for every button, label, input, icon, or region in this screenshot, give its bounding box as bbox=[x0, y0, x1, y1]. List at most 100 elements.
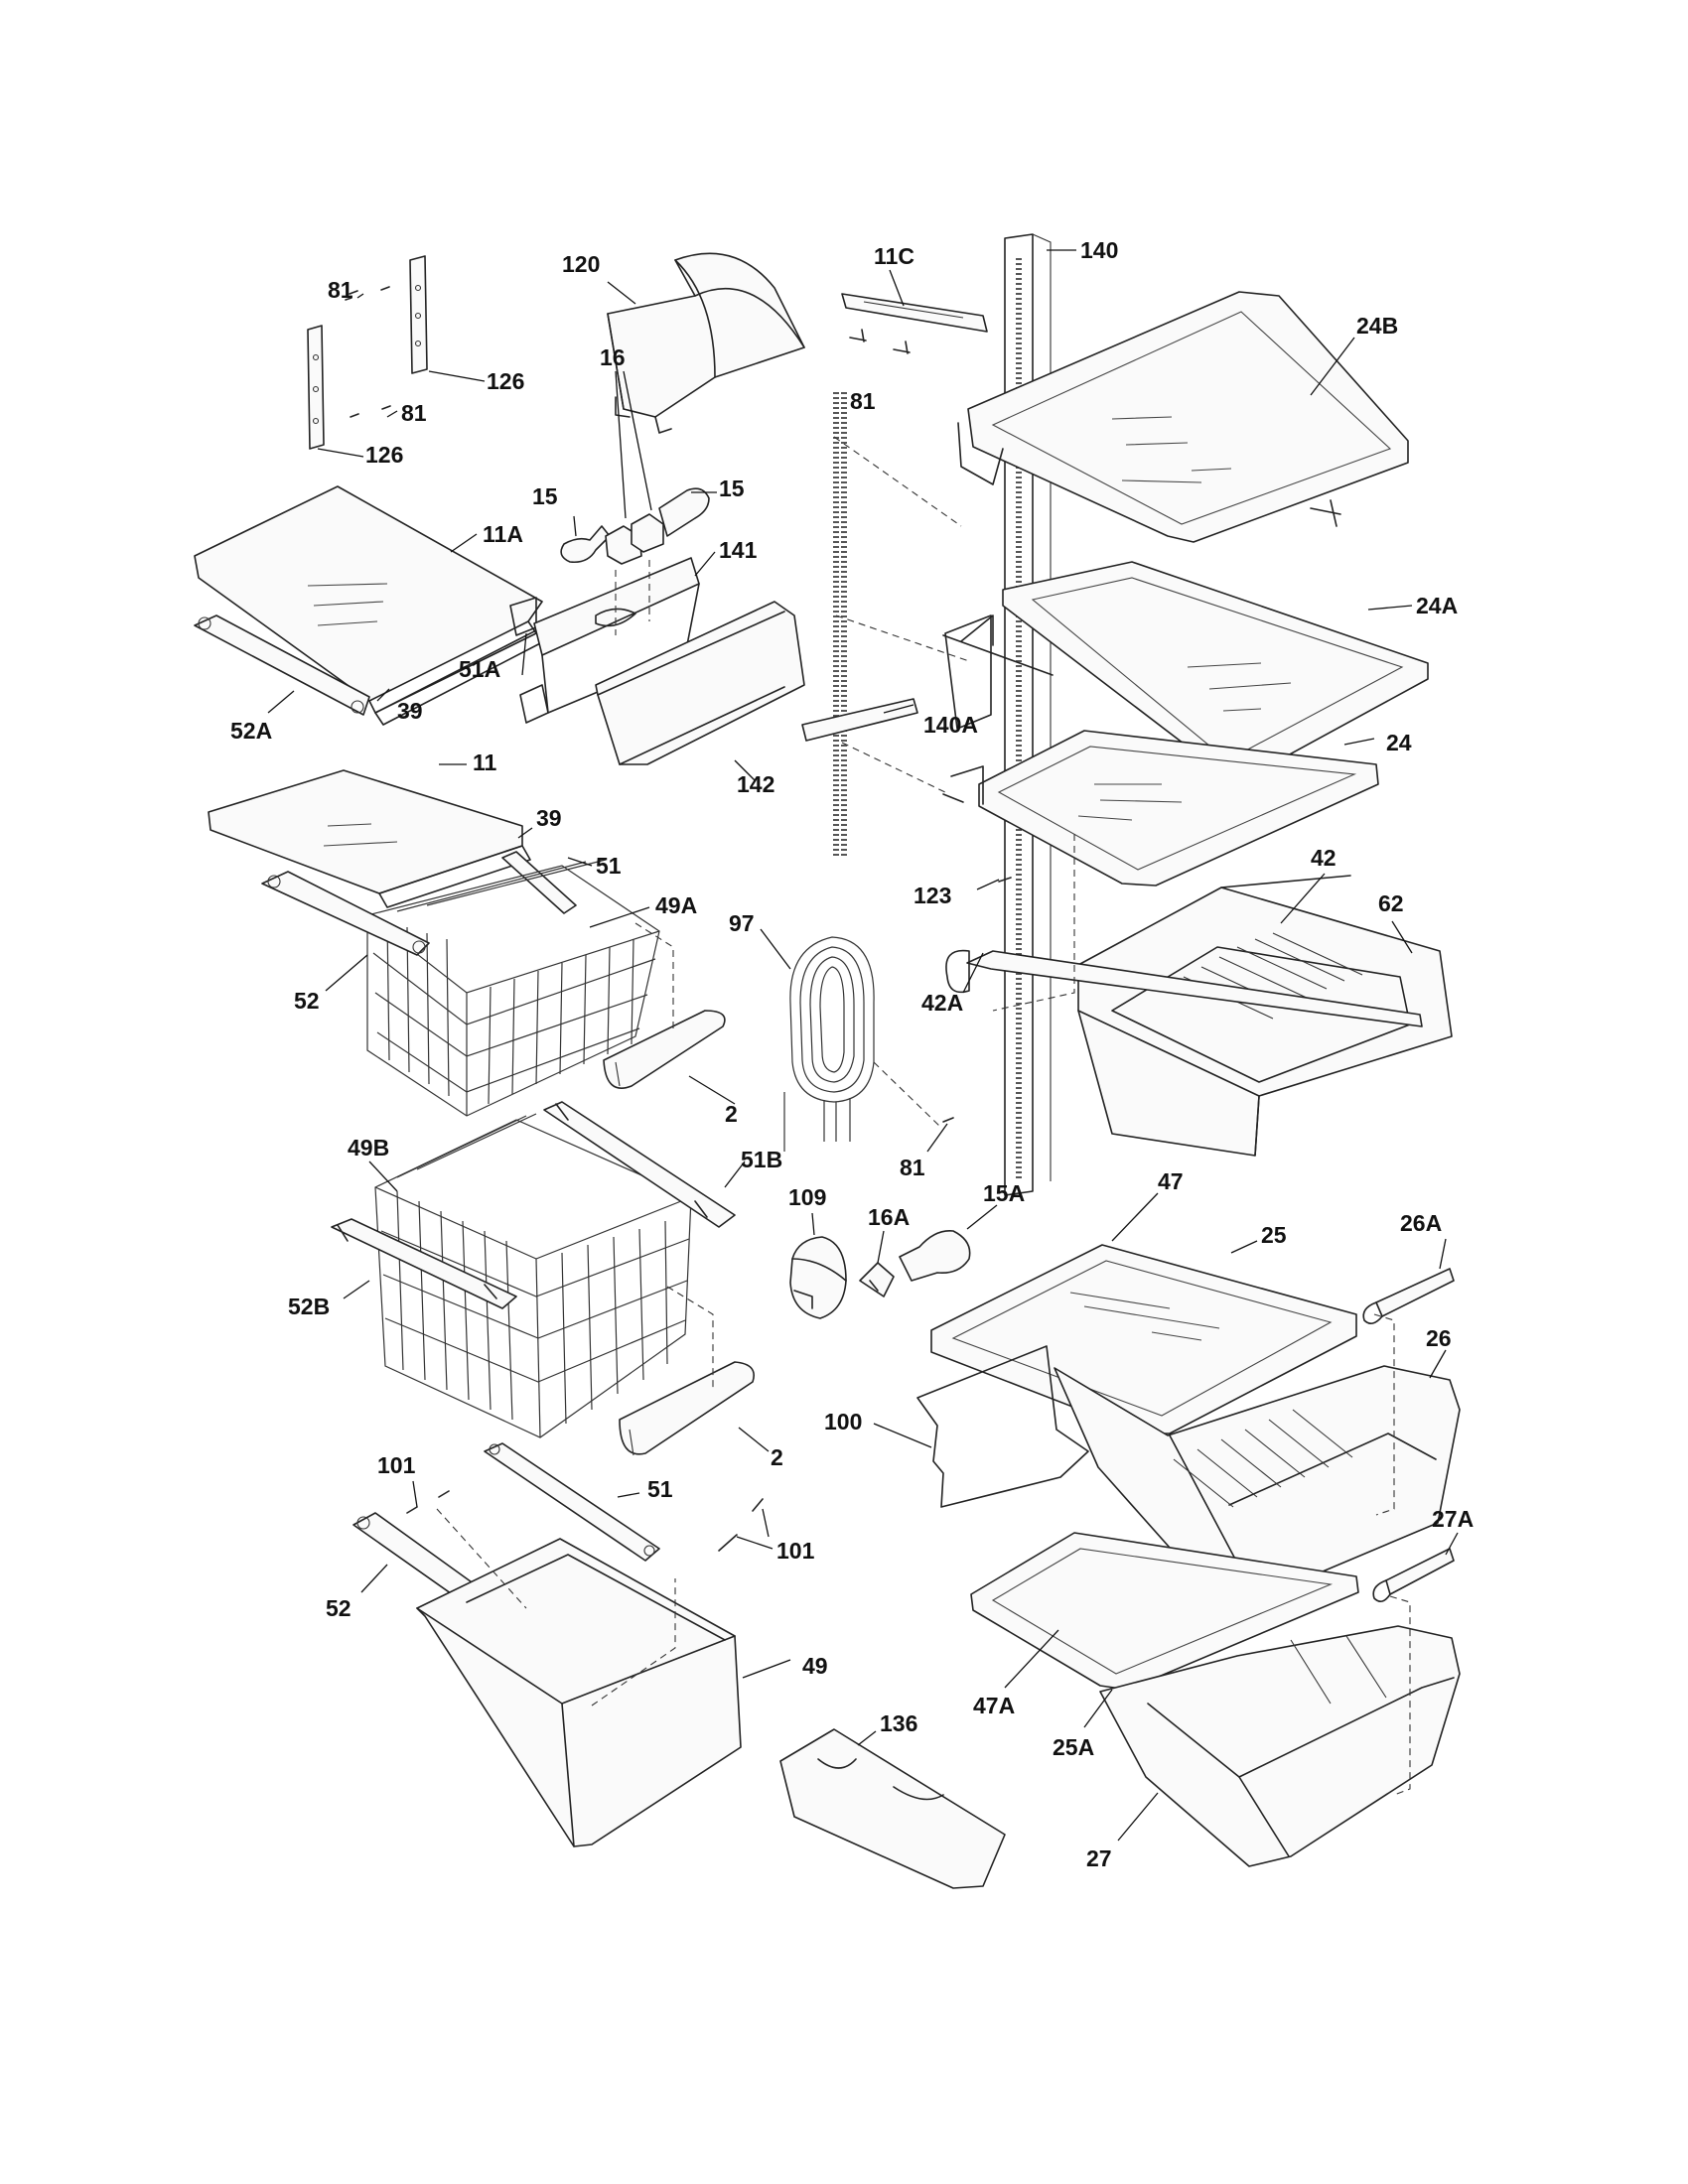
shield-2-upper bbox=[603, 1010, 726, 1089]
screw-101-left bbox=[406, 1490, 450, 1514]
callout-39: 39 bbox=[536, 805, 562, 831]
screw-81-top bbox=[345, 286, 391, 418]
cover-109 bbox=[789, 1236, 847, 1319]
callout-140a: 140A bbox=[923, 712, 978, 738]
slide-52a bbox=[194, 614, 370, 716]
callout-81: 81 bbox=[850, 388, 876, 414]
callout-labels: 81 126 81 126 120 11C 140 24B 81 15 16 1… bbox=[230, 237, 1474, 1871]
coil-97 bbox=[783, 936, 875, 1152]
callout-24: 24 bbox=[1386, 730, 1412, 755]
slide-52b bbox=[331, 1218, 517, 1309]
basket-49b bbox=[374, 1113, 692, 1438]
frame-42 bbox=[1220, 875, 1351, 888]
callout-62: 62 bbox=[1378, 890, 1404, 916]
callout-81: 81 bbox=[900, 1155, 925, 1180]
callout-123: 123 bbox=[914, 883, 951, 908]
callout-24b: 24B bbox=[1356, 313, 1398, 339]
slide-51b bbox=[543, 1101, 736, 1228]
callout-11a: 11A bbox=[483, 521, 523, 547]
bracket-11c bbox=[841, 293, 988, 333]
socket-16a bbox=[859, 1262, 895, 1297]
screw-81-11c bbox=[849, 329, 911, 354]
leader-lines bbox=[267, 249, 1459, 1842]
callout-2: 2 bbox=[771, 1444, 783, 1470]
callout-126: 126 bbox=[487, 368, 524, 394]
callout-39: 39 bbox=[397, 698, 423, 724]
callout-52a: 52A bbox=[230, 718, 272, 744]
callout-140: 140 bbox=[1080, 237, 1118, 263]
shelf-24a bbox=[942, 561, 1429, 775]
bulb-15-left bbox=[560, 525, 611, 564]
bracket-126-left bbox=[307, 325, 325, 450]
shelf-47a bbox=[970, 1532, 1359, 1691]
callout-101: 101 bbox=[776, 1538, 815, 1564]
callout-26a: 26A bbox=[1400, 1210, 1442, 1236]
slide-51-mid bbox=[501, 851, 577, 914]
shelf-11a bbox=[194, 485, 543, 714]
callout-42: 42 bbox=[1311, 845, 1336, 871]
callout-49b: 49B bbox=[348, 1135, 389, 1160]
callout-26: 26 bbox=[1426, 1325, 1452, 1351]
callout-52b: 52B bbox=[288, 1294, 330, 1319]
callout-52: 52 bbox=[326, 1595, 352, 1621]
callout-47a: 47A bbox=[973, 1693, 1015, 1718]
shield-2-lower bbox=[619, 1361, 755, 1456]
bulb-15-right bbox=[658, 487, 710, 537]
shelf-24b bbox=[957, 291, 1409, 543]
slide-52 bbox=[261, 871, 430, 956]
bracket-141 bbox=[519, 557, 700, 724]
bracket-26a bbox=[1362, 1268, 1455, 1324]
socket-16 bbox=[605, 513, 664, 565]
callout-11: 11 bbox=[473, 750, 497, 775]
rail-42 bbox=[945, 949, 1423, 1027]
callout-51: 51 bbox=[647, 1476, 673, 1502]
screw-123 bbox=[998, 877, 1012, 883]
callout-100: 100 bbox=[824, 1409, 862, 1434]
shelf-24 bbox=[942, 730, 1379, 887]
callout-142: 142 bbox=[737, 771, 774, 797]
callout-51b: 51B bbox=[741, 1147, 782, 1172]
callout-49: 49 bbox=[802, 1653, 828, 1679]
callout-120: 120 bbox=[562, 251, 600, 277]
callout-15a: 15A bbox=[983, 1180, 1025, 1206]
panel-100 bbox=[916, 1345, 1089, 1508]
callout-16a: 16A bbox=[868, 1204, 910, 1230]
bin-120 bbox=[607, 252, 805, 434]
rail-39-mid bbox=[378, 845, 531, 908]
callout-25: 25 bbox=[1261, 1222, 1287, 1248]
callout-51a: 51A bbox=[459, 656, 500, 682]
slide-51-lower bbox=[484, 1442, 660, 1562]
callout-81: 81 bbox=[328, 277, 353, 303]
callout-81: 81 bbox=[401, 400, 427, 426]
callout-27: 27 bbox=[1086, 1845, 1112, 1871]
callout-101: 101 bbox=[377, 1452, 416, 1478]
rail-dotted-left bbox=[833, 392, 847, 859]
callout-109: 109 bbox=[788, 1184, 826, 1210]
callout-126: 126 bbox=[365, 442, 403, 468]
callout-136: 136 bbox=[880, 1710, 917, 1736]
rack-136 bbox=[779, 1728, 1006, 1889]
callout-15: 15 bbox=[532, 483, 558, 509]
callout-2: 2 bbox=[725, 1101, 738, 1127]
callout-25a: 25A bbox=[1053, 1734, 1094, 1760]
callout-16: 16 bbox=[600, 344, 626, 370]
bracket-140a bbox=[801, 614, 992, 742]
bulb-15a bbox=[899, 1230, 971, 1282]
callout-11c: 11C bbox=[874, 243, 914, 269]
shelf-11 bbox=[208, 769, 523, 894]
bin-49 bbox=[416, 1538, 742, 1847]
bracket-126-right bbox=[409, 255, 428, 374]
callout-141: 141 bbox=[719, 537, 758, 563]
callout-47: 47 bbox=[1158, 1168, 1184, 1194]
callout-52: 52 bbox=[294, 988, 320, 1014]
bracket-27a bbox=[1372, 1548, 1455, 1602]
drawer-26 bbox=[1054, 1365, 1461, 1611]
callout-27a: 27A bbox=[1432, 1506, 1474, 1532]
screw-101-right bbox=[718, 1498, 764, 1552]
callout-15: 15 bbox=[719, 476, 745, 501]
cover-142 bbox=[595, 601, 805, 765]
callout-49a: 49A bbox=[655, 892, 697, 918]
callout-51: 51 bbox=[596, 853, 622, 879]
screw-81-coil bbox=[942, 1117, 954, 1123]
